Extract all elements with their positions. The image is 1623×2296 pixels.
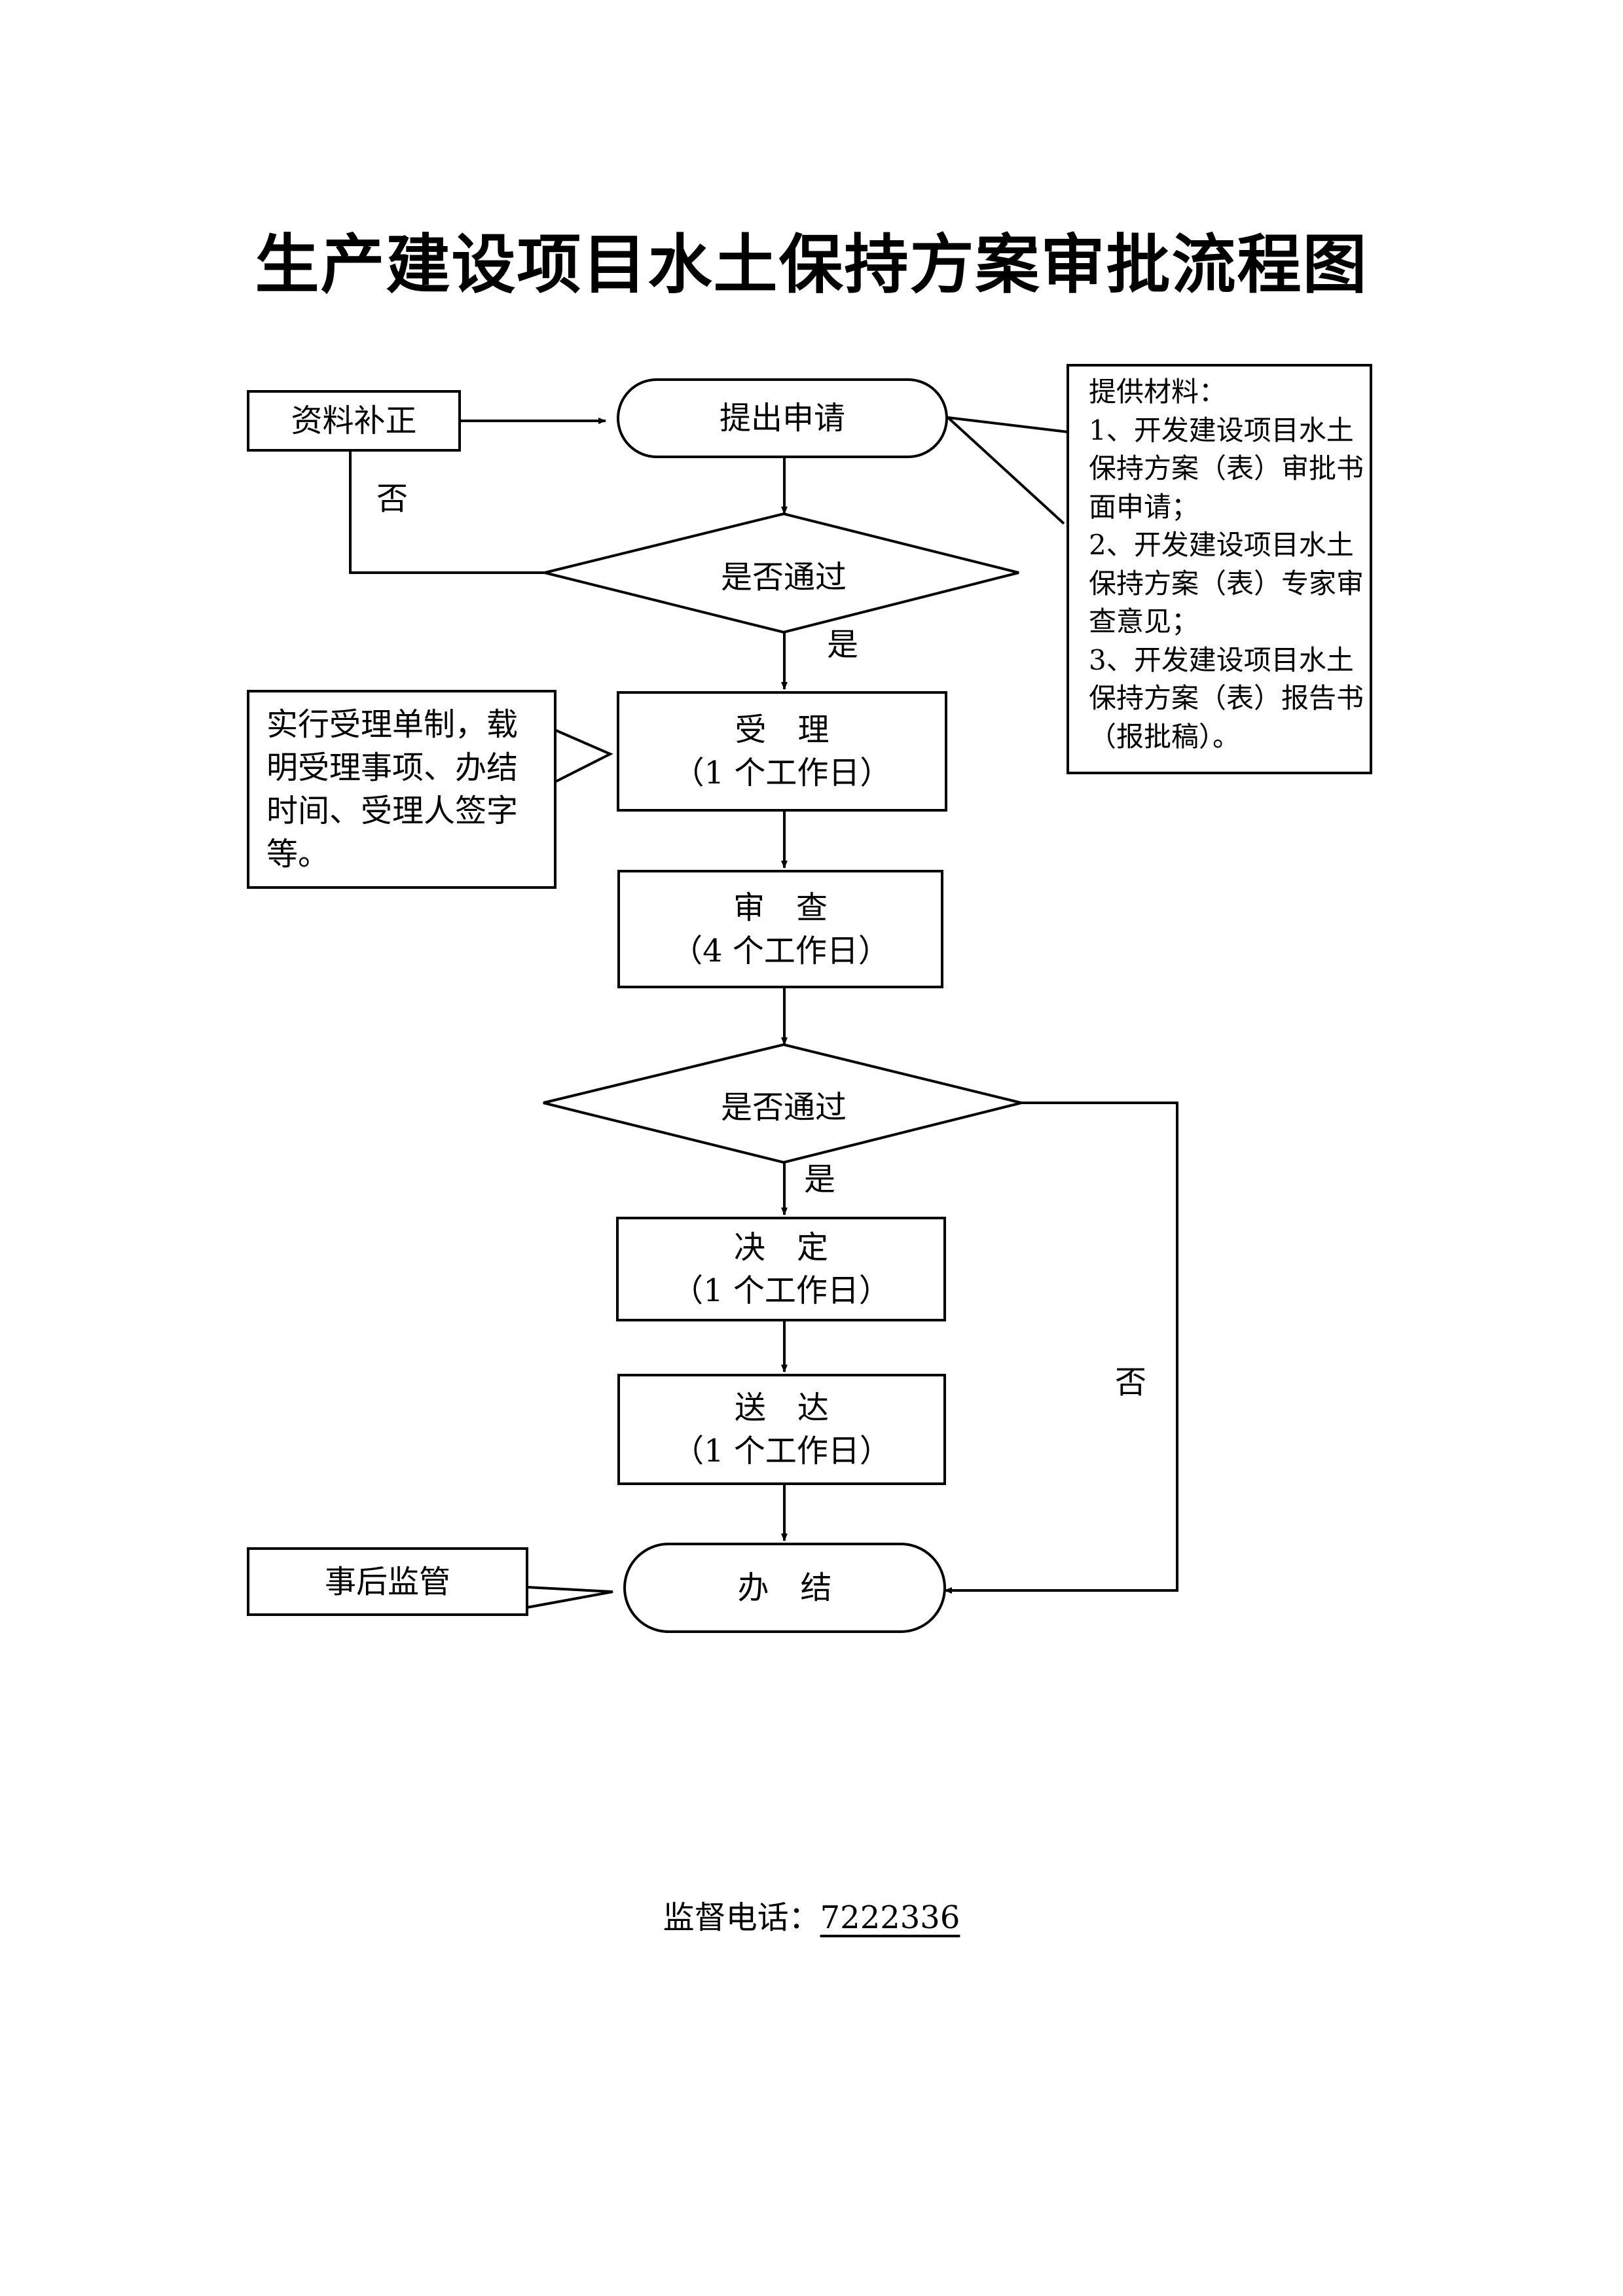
- edge-label-yes-1: 是: [827, 626, 859, 663]
- review-days: （4 个工作日）: [671, 932, 890, 969]
- supplement-label: 资料补正: [291, 403, 417, 439]
- decision1-diamond: [544, 512, 1019, 634]
- materials-line: 面申请；: [1089, 490, 1199, 523]
- review-box[interactable]: 审 查 （4 个工作日）: [617, 870, 943, 988]
- deliver-days: （1 个工作日）: [672, 1433, 891, 1469]
- materials-line: 保持方案（表）审批书: [1089, 452, 1364, 484]
- apply-label: 提出申请: [719, 400, 845, 437]
- decision1-label: 是否通过: [720, 559, 847, 596]
- deliver-box[interactable]: 送 达 （1 个工作日）: [617, 1374, 946, 1485]
- accept-days: （1 个工作日）: [672, 755, 892, 791]
- decision2-diamond: [543, 1043, 1022, 1164]
- callout-pointer-accept-note: [554, 728, 613, 783]
- supervise-box[interactable]: 事后监管: [247, 1547, 528, 1616]
- apply-node[interactable]: 提出申请: [617, 378, 948, 458]
- accept-note-callout: 实行受理单制，载明受理事项、办结时间、受理人签字等。: [247, 690, 556, 889]
- finish-node[interactable]: 办 结: [623, 1543, 946, 1633]
- page-title: 生产建设项目水土保持方案审批流程图: [255, 227, 1368, 302]
- supplement-box[interactable]: 资料补正: [247, 390, 461, 452]
- edge-label-no-1: 否: [376, 480, 409, 517]
- materials-line: 提供材料：: [1089, 376, 1227, 408]
- materials-line: 查意见；: [1089, 605, 1199, 637]
- accept-note-text: 实行受理单制，载明受理事项、办结时间、受理人签字等。: [266, 706, 519, 872]
- review-label: 审 查: [733, 889, 828, 926]
- callout-pointer-materials: [944, 416, 1068, 525]
- materials-line: 保持方案（表）报告书: [1089, 682, 1364, 714]
- edge-label-yes-2: 是: [804, 1161, 836, 1198]
- edge-label-no-2: 否: [1115, 1364, 1147, 1401]
- decision2-label: 是否通过: [720, 1089, 847, 1126]
- materials-line: 2、开发建设项目水土: [1089, 529, 1354, 561]
- finish-label: 办 结: [737, 1570, 832, 1606]
- hotline-label: 监督电话：: [663, 1899, 820, 1936]
- supervision-hotline: 监督电话：7222336: [0, 1892, 1623, 1937]
- decide-days: （1 个工作日）: [672, 1272, 890, 1309]
- accept-box[interactable]: 受 理 （1 个工作日）: [617, 691, 947, 812]
- accept-label: 受 理: [735, 711, 830, 748]
- line-decision1-no-to-supplement: [349, 452, 545, 574]
- supervise-label: 事后监管: [324, 1563, 450, 1600]
- materials-line: 3、开发建设项目水土: [1089, 643, 1354, 676]
- decide-label: 决 定: [733, 1229, 828, 1266]
- materials-callout: 提供材料： 1、开发建设项目水土 保持方案（表）审批书 面申请； 2、开发建设项…: [1067, 364, 1372, 774]
- deliver-label: 送 达: [734, 1390, 829, 1426]
- materials-line: （报批稿）。: [1089, 720, 1241, 753]
- materials-line: 保持方案（表）专家审: [1089, 567, 1364, 600]
- materials-line: 1、开发建设项目水土: [1089, 414, 1354, 446]
- callout-pointer-supervise: [526, 1586, 613, 1609]
- decide-box[interactable]: 决 定 （1 个工作日）: [616, 1217, 946, 1321]
- hotline-number[interactable]: 7222336: [820, 1899, 960, 1936]
- arrow-decision2-no-to-finish: [944, 1102, 1178, 1594]
